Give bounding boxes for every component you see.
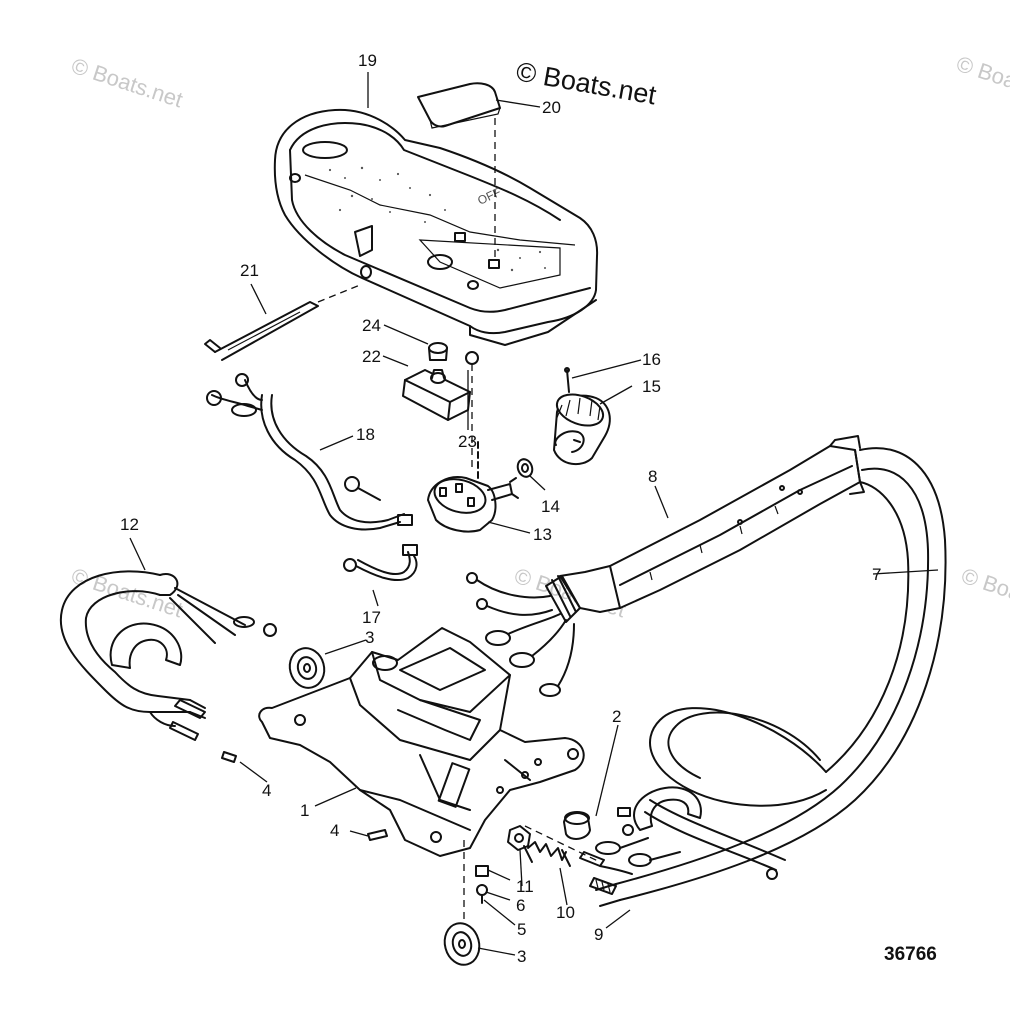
callout-6: 6 bbox=[516, 896, 525, 915]
part-3-grommet-lower bbox=[443, 922, 481, 966]
part-1-mounting-bracket bbox=[258, 627, 585, 857]
part-6-nut-small bbox=[475, 865, 489, 877]
part-16-pin bbox=[564, 367, 570, 393]
watermark-mid-right: © Boats.net bbox=[958, 563, 1010, 622]
callout-21: 21 bbox=[240, 261, 259, 280]
part-15-knob bbox=[553, 393, 611, 466]
callout-1: 1 bbox=[300, 801, 309, 820]
part-23-screw bbox=[465, 351, 479, 470]
callout-18: 18 bbox=[356, 425, 375, 444]
callout-3-lower: 3 bbox=[517, 947, 526, 966]
part-11-nut bbox=[507, 825, 531, 851]
part-10-spring bbox=[523, 841, 571, 867]
callout-8: 8 bbox=[648, 467, 657, 486]
callout-4-lower: 4 bbox=[330, 821, 339, 840]
callout-13: 13 bbox=[533, 525, 552, 544]
callout-5: 5 bbox=[517, 920, 526, 939]
watermark-top-left: © Boats.net bbox=[68, 53, 185, 112]
part-4-pin-upper bbox=[221, 751, 237, 763]
callout-19: 19 bbox=[358, 51, 377, 70]
callout-2: 2 bbox=[612, 707, 621, 726]
part-4-pin-lower bbox=[367, 829, 388, 841]
callout-23: 23 bbox=[458, 432, 477, 451]
conduit-wires bbox=[466, 572, 575, 697]
part-3-grommet-upper bbox=[288, 647, 326, 689]
callout-20: 20 bbox=[542, 98, 561, 117]
part-7-main-cable bbox=[595, 447, 947, 907]
part-2-bushing bbox=[563, 811, 591, 840]
part-18-wire-harness bbox=[206, 373, 413, 531]
part-24-plunger bbox=[428, 342, 448, 361]
part-22-micro-switch bbox=[402, 369, 471, 421]
copyright-text: © Boats.net bbox=[514, 56, 659, 110]
callout-22: 22 bbox=[362, 347, 381, 366]
part-5-screw-small bbox=[476, 884, 488, 904]
callout-14: 14 bbox=[541, 497, 560, 516]
part-14-nut bbox=[516, 458, 534, 478]
callout-16: 16 bbox=[642, 350, 661, 369]
part-9-cable-ends bbox=[579, 851, 633, 895]
callout-11: 11 bbox=[516, 877, 534, 896]
callout-10: 10 bbox=[556, 903, 575, 922]
part-8-conduit bbox=[545, 435, 865, 623]
callout-3-upper: 3 bbox=[365, 628, 374, 647]
callout-12: 12 bbox=[120, 515, 139, 534]
callout-24: 24 bbox=[362, 316, 381, 335]
part-19-pedal-housing: OFF bbox=[273, 108, 599, 346]
callout-4-upper: 4 bbox=[262, 781, 271, 800]
drawing-number: 36766 bbox=[884, 944, 937, 965]
leader-lines bbox=[129, 72, 939, 956]
part-20-pedal-pad bbox=[417, 82, 501, 129]
callout-7: 7 bbox=[872, 565, 881, 584]
part-13-rotary-switch bbox=[427, 439, 519, 533]
watermark-top-right: © Boats.net bbox=[953, 51, 1010, 110]
callout-17: 17 bbox=[362, 608, 381, 627]
part-12-cable bbox=[59, 570, 277, 741]
part-21-strap bbox=[204, 284, 361, 361]
callout-15: 15 bbox=[642, 377, 661, 396]
part-17-jumper-wire bbox=[343, 544, 418, 582]
center-line-hardware bbox=[524, 825, 601, 863]
callout-labels: 19 20 21 24 22 23 16 15 18 8 14 13 12 17… bbox=[120, 51, 881, 966]
callout-9: 9 bbox=[594, 925, 603, 944]
